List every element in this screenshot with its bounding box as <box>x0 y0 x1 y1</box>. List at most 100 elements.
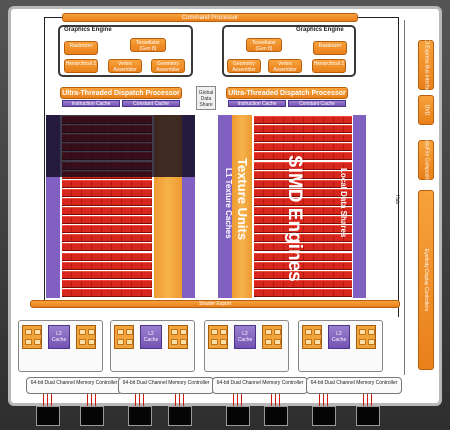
simd-row <box>62 216 152 225</box>
dram-chip <box>80 406 104 426</box>
rop-cell <box>79 329 86 335</box>
graphics-engine-title: Graphics Engine <box>296 27 344 33</box>
l2-cache: L2 Cache <box>140 325 162 349</box>
memory-controller: 64-bit Dual Channel Memory Controller <box>26 377 122 394</box>
rop-cell <box>117 329 124 335</box>
simd-row <box>254 225 352 234</box>
render-backend <box>208 325 228 349</box>
rop-cell <box>34 339 41 345</box>
memory-bus-line <box>237 394 238 406</box>
l2-cache: L2 Cache <box>328 325 350 349</box>
dispatch-processor-right: Ultra-Threaded Dispatch Processor <box>226 87 348 99</box>
shader-export: Shader Export <box>30 300 400 308</box>
simd-row <box>62 252 152 261</box>
memory-bus-line <box>367 394 368 406</box>
simd-row <box>62 207 152 215</box>
eyefinity-display-controllers: Eyefinity Display Controllers <box>418 190 434 370</box>
hierarchical-z-unit: Hierarchical Z <box>64 59 98 73</box>
simd-row <box>254 143 352 152</box>
rop-cell <box>211 339 218 345</box>
wire <box>358 17 398 18</box>
simd-row <box>62 197 152 206</box>
memory-controller: 64-bit Dual Channel Memory Controller <box>212 377 308 394</box>
dram-chip <box>312 406 336 426</box>
texture-units-right <box>232 115 252 298</box>
simd-row <box>254 243 352 252</box>
constant-cache-left: Constant Cache <box>122 100 180 107</box>
simd-row <box>254 252 352 261</box>
rop-cell <box>34 329 41 335</box>
simd-row <box>62 179 152 188</box>
l1-texture-caches-label: L1 Texture Caches <box>224 168 233 239</box>
simd-row <box>62 188 152 197</box>
tessellator-unit: Tessellator (Gen 8) <box>246 38 282 52</box>
l2-cache: L2 Cache <box>48 325 70 349</box>
tessellator-unit: Tessellator (Gen 8) <box>130 38 166 52</box>
wire <box>44 17 45 302</box>
rop-cell <box>171 339 178 345</box>
rop-cell <box>25 339 32 345</box>
simd-row <box>254 188 352 197</box>
dram-chip <box>264 406 288 426</box>
rop-cell <box>211 329 218 335</box>
simd-row <box>62 279 152 288</box>
rop-cell <box>25 329 32 335</box>
simd-row <box>254 179 352 188</box>
simd-row <box>62 225 152 234</box>
memory-bus-line <box>363 394 364 406</box>
memory-bus-line <box>51 394 52 406</box>
simd-row <box>254 216 352 225</box>
simd-row <box>254 197 352 206</box>
crossfire-compositing: CrossFire Compositing <box>418 135 434 185</box>
memory-bus-line <box>135 394 136 406</box>
graphics-engine-title: Graphics Engine <box>64 27 112 33</box>
memory-bus-line <box>95 394 96 406</box>
rop-cell <box>314 339 321 345</box>
render-backend <box>168 325 188 349</box>
memory-bus-line <box>241 394 242 406</box>
wire <box>44 17 62 18</box>
rop-cell <box>305 329 312 335</box>
dispatch-processor-left: Ultra-Threaded Dispatch Processor <box>60 87 182 99</box>
simd-row <box>254 116 352 124</box>
rop-cell <box>359 329 366 335</box>
memory-bus-line <box>43 394 44 406</box>
rop-cell <box>359 339 366 345</box>
simd-engines-label: SIMD Engines <box>284 155 305 282</box>
rop-cell <box>220 329 227 335</box>
render-backend <box>302 325 322 349</box>
simd-row <box>254 288 352 297</box>
dimmed-area <box>46 115 195 177</box>
rop-cell <box>220 339 227 345</box>
hierarchical-z-unit: Hierarchical Z <box>312 59 346 73</box>
simd-row <box>254 134 352 143</box>
simd-row <box>254 234 352 243</box>
simd-row <box>254 152 352 161</box>
rop-cell <box>79 339 86 345</box>
memory-bus-line <box>271 394 272 406</box>
memory-bus-line <box>323 394 324 406</box>
memory-bus-line <box>175 394 176 406</box>
memory-bus-line <box>91 394 92 406</box>
hub-bus <box>404 20 405 375</box>
texture-units-label: Texture Units <box>235 158 250 241</box>
render-backend <box>76 325 96 349</box>
simd-row <box>254 279 352 288</box>
memory-bus-line <box>327 394 328 406</box>
global-data-share: Global Data Share <box>196 86 216 110</box>
wire <box>398 17 399 317</box>
memory-controller: 64-bit Dual Channel Memory Controller <box>118 377 214 394</box>
dvd-unit: DVD <box>418 95 434 125</box>
command-processor: Command Processor <box>62 13 358 22</box>
dram-chip <box>226 406 250 426</box>
rop-cell <box>88 329 95 335</box>
memory-bus-line <box>47 394 48 406</box>
rasterizer-unit: Rasterizer <box>64 41 98 55</box>
render-backend <box>356 325 376 349</box>
rop-cell <box>265 339 272 345</box>
memory-bus-line <box>143 394 144 406</box>
rop-cell <box>171 329 178 335</box>
rop-cell <box>180 339 187 345</box>
simd-row <box>62 270 152 279</box>
local-data-share-column <box>353 115 366 298</box>
